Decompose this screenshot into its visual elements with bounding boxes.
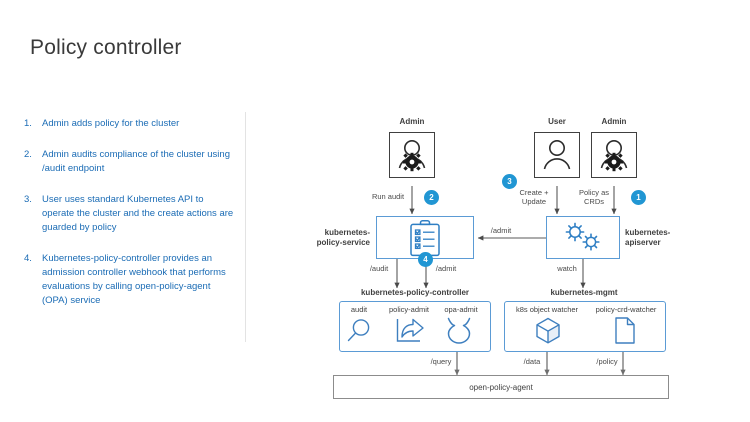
steps-list: 1. Admin adds policy for the cluster 2. … [24,117,236,325]
actor-admin-right [591,132,637,178]
opa-logo-icon [447,317,471,344]
badge-4: 4 [418,252,433,267]
edge-label-run-audit: Run audit [371,192,405,201]
list-item: 3. User uses standard Kubernetes API to … [24,193,236,235]
actor-user [534,132,580,178]
list-item-label: Admin audits compliance of the cluster u… [42,149,230,174]
gears-icon [565,222,600,251]
edge-label-admit: /admit [490,226,512,235]
node-kubernetes-apiserver [546,216,620,259]
list-item: 2. Admin audits compliance of the cluste… [24,148,236,176]
edge-label-audit: /audit [369,264,389,273]
magnifier-icon [347,319,370,342]
node-kubernetes-policy-service [376,216,474,259]
edge-label-create-update: Create + Update [519,188,549,206]
item-label-policy-admit: policy-admit [388,305,429,314]
person-gear-icon [600,140,628,172]
item-label-k8s-object-watcher: k8s object watcher [515,305,579,314]
node-label-kubernetes-policy-service: kubernetes- policy-service [316,228,370,247]
clipboard-check-icon [410,219,440,257]
badge-3: 3 [502,174,517,189]
node-label-kubernetes-apiserver: kubernetes- apiserver [625,228,671,247]
person-gear-icon [398,140,426,172]
item-icon-opa-admit [446,315,472,350]
actor-admin-left [389,132,435,178]
item-label-audit: audit [350,305,368,314]
badge-2: 2 [424,190,439,205]
edge-label-watch: watch [557,264,577,273]
actor-label-admin-left: Admin [399,117,425,126]
group-title-kubernetes-policy-controller: kubernetes-policy-controller [360,288,470,297]
document-icon [615,317,635,344]
list-item-number: 3. [24,194,32,205]
list-item-number: 1. [24,118,32,129]
item-label-policy-crd-watcher: policy-crd-watcher [595,305,657,314]
list-item-number: 2. [24,149,32,160]
item-icon-audit [345,316,375,351]
list-item-label: Kubernetes-policy-controller provides an… [42,253,226,306]
group-title-kubernetes-mgmt: kubernetes-mgmt [550,288,618,297]
node-label-open-policy-agent: open-policy-agent [469,382,533,392]
actor-label-user: User [548,117,566,126]
item-label-opa-admit: opa-admit [444,305,478,314]
page-title: Policy controller [30,36,182,59]
node-open-policy-agent: open-policy-agent [333,375,669,399]
share-arrow-icon [396,318,424,342]
item-icon-policy-crd-watcher [613,316,637,351]
actor-label-admin-right: Admin [601,117,627,126]
vertical-divider [245,112,246,342]
list-item: 4. Kubernetes-policy-controller provides… [24,252,236,308]
edge-label-query: /query [430,357,452,366]
edge-label-policy: /policy [596,357,618,366]
item-icon-k8s-object-watcher [533,316,563,351]
list-item-label: User uses standard Kubernetes API to ope… [42,194,234,233]
list-item-number: 4. [24,253,32,264]
list-item: 1. Admin adds policy for the cluster [24,117,236,131]
badge-1: 1 [631,190,646,205]
group-kubernetes-mgmt [504,301,666,352]
edge-label-policy-as-crds: Policy as CRDs [578,188,609,206]
person-icon [543,140,571,170]
edge-label-data: /data [523,357,541,366]
cube-icon [536,317,560,344]
item-icon-policy-admit [394,315,426,352]
list-item-label: Admin adds policy for the cluster [42,118,180,129]
edge-label-admit-2: /admit [435,264,457,273]
